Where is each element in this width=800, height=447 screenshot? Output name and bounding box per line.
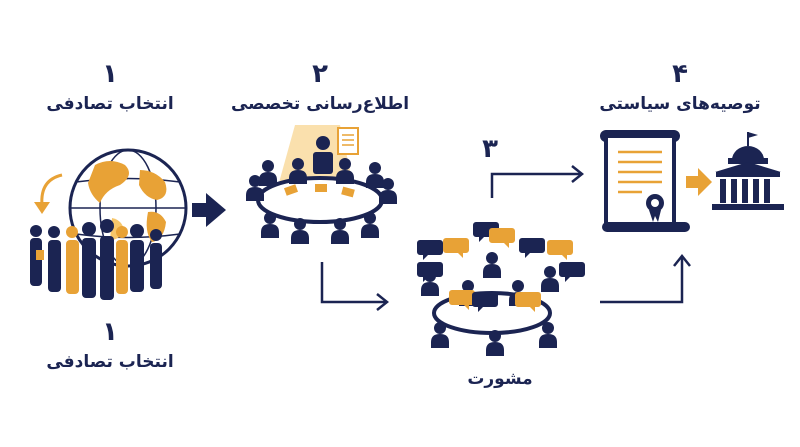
certificate-icon: [600, 130, 690, 232]
step-4-number: ۴: [672, 59, 688, 89]
step-3-label: مشورت: [467, 369, 533, 389]
step-1-number: ۱: [102, 59, 118, 89]
bottom-step-label: انتخاب تصادفی: [46, 352, 174, 372]
crowd-icon: [30, 219, 162, 300]
discussion-table-icon: [417, 222, 585, 356]
step-2-label: اطلاع‌رسانی تخصصی: [230, 94, 410, 114]
step-3-number: ۳: [482, 134, 498, 164]
step-2-number: ۲: [312, 59, 328, 89]
step-4-label: توصیه‌های سیاستی: [599, 94, 761, 114]
bottom-step-number: ۱: [102, 317, 118, 347]
presentation-table-icon: [246, 125, 397, 244]
government-building-icon: [712, 132, 784, 210]
step-1-label: انتخاب تصادفی: [46, 94, 174, 114]
